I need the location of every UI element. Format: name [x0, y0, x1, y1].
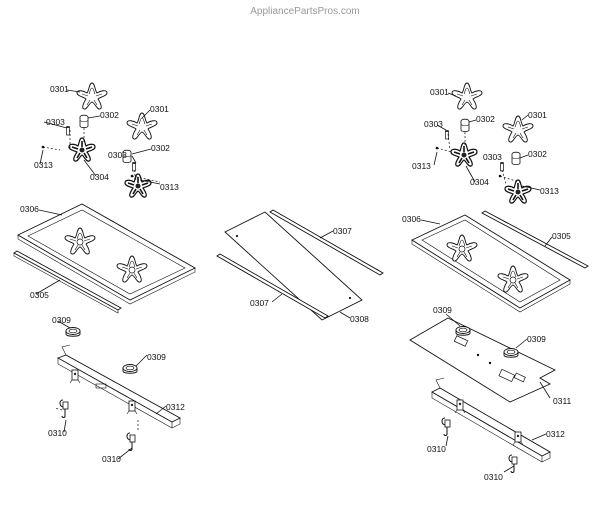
label-0301: 0301 [430, 87, 449, 97]
label-0307: 0307 [250, 298, 269, 308]
heat-shield-0311 [409, 317, 556, 403]
label-0302: 0302 [476, 114, 495, 124]
grommet-0309 [65, 327, 81, 337]
label-0313: 0313 [412, 161, 431, 171]
label-0303: 0303 [108, 150, 127, 160]
label-0304: 0304 [470, 177, 489, 187]
label-0311: 0311 [553, 396, 572, 406]
label-0309: 0309 [527, 334, 546, 344]
label-0302: 0302 [100, 110, 119, 120]
mount-bracket [69, 369, 81, 384]
label-0312: 0312 [546, 429, 565, 439]
label-0313: 0313 [540, 186, 559, 196]
label-0313: 0313 [160, 182, 179, 192]
label-0306: 0306 [402, 214, 421, 224]
burner-cup-0302 [79, 114, 89, 128]
burner-head-0304 [504, 179, 532, 204]
grommet-0309 [122, 364, 138, 374]
electrode-pin-0303 [499, 161, 505, 172]
label-0306: 0306 [20, 204, 39, 214]
label-0303: 0303 [424, 119, 443, 129]
watermark-text: AppliancePartsPros.com [250, 6, 360, 17]
burner-tray-0306 [411, 214, 571, 313]
label-0304: 0304 [90, 172, 109, 182]
label-0309: 0309 [147, 352, 166, 362]
label-0301: 0301 [50, 84, 69, 94]
electrode-pin-0303 [65, 125, 71, 136]
label-0309: 0309 [52, 315, 71, 325]
rail-0312 [56, 344, 181, 429]
label-0310: 0310 [484, 472, 503, 482]
label-0310: 0310 [48, 428, 67, 438]
clip-0310 [508, 454, 518, 473]
label-0309: 0309 [433, 305, 452, 315]
middle-assembly [216, 209, 384, 321]
strip-0307-bottom [216, 253, 329, 319]
left-assembly [13, 82, 196, 451]
electrode-pin-0303 [131, 161, 137, 172]
label-0307: 0307 [333, 226, 352, 236]
burner-head-0304 [450, 142, 478, 167]
strip-0305 [13, 250, 122, 314]
label-0312: 0312 [166, 402, 185, 412]
label-0302: 0302 [528, 149, 547, 159]
burner-cap-star-0301 [126, 112, 158, 140]
burner-cup-0302 [460, 118, 470, 132]
label-0301: 0301 [528, 110, 547, 120]
burner-cup-0302 [511, 151, 521, 165]
burner-cap-star-0301 [76, 82, 108, 110]
label-0310: 0310 [427, 444, 446, 454]
clip-0310 [126, 432, 136, 451]
burner-cap-star-0301 [451, 82, 483, 110]
label-0305: 0305 [30, 290, 49, 300]
label-0308: 0308 [350, 314, 369, 324]
burner-head-0304 [124, 173, 152, 198]
clip-0310 [441, 417, 451, 436]
burner-head-0304 [68, 137, 96, 162]
label-0303: 0303 [483, 152, 502, 162]
rail-0312 [431, 377, 551, 463]
label-0305: 0305 [552, 231, 571, 241]
strip-0307-top [269, 209, 384, 276]
label-0313: 0313 [34, 160, 53, 170]
label-0302: 0302 [151, 143, 170, 153]
label-0303: 0303 [46, 117, 65, 127]
label-0301: 0301 [150, 104, 169, 114]
panel-0308 [224, 211, 363, 321]
strip-0305 [481, 210, 589, 269]
label-0310: 0310 [102, 454, 121, 464]
right-assembly [409, 82, 589, 473]
clip-0310 [59, 399, 69, 418]
part-labels: 0301 0301 0302 0302 0303 0303 0313 0313 … [20, 84, 572, 482]
leader-lines [35, 89, 553, 473]
